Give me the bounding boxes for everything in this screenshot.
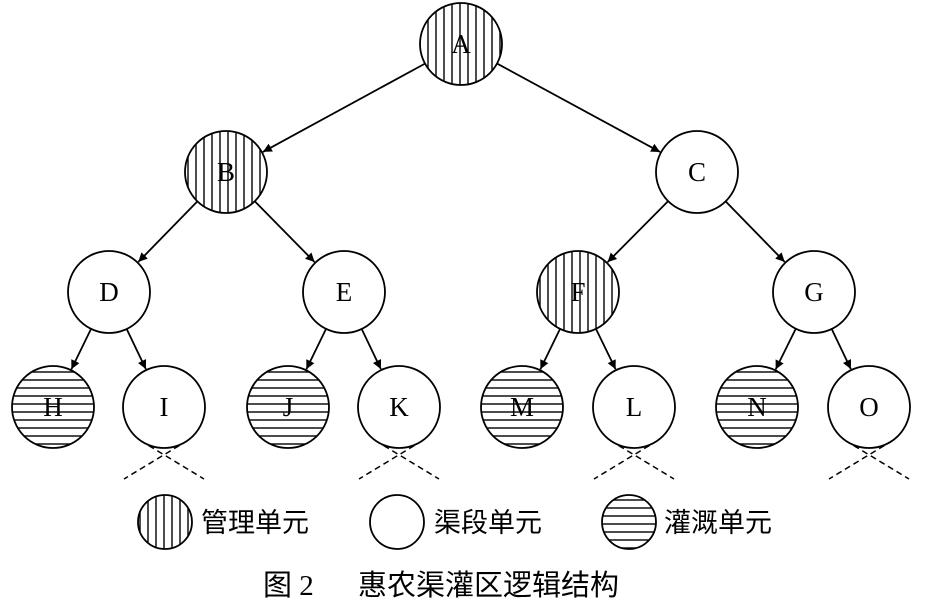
legend-swatch-irrigation	[601, 494, 657, 550]
figure-caption: 图 2 惠农渠灌区逻辑结构	[263, 569, 619, 602]
node-k: K	[357, 365, 441, 449]
continuation-line-i-left	[123, 439, 189, 480]
edge-d-i	[125, 328, 147, 370]
node-label: J	[283, 392, 294, 422]
node-n: N	[715, 365, 799, 449]
edge-g-n	[774, 328, 797, 370]
node-circle-canal	[357, 365, 441, 449]
node-circle-canal	[302, 250, 386, 334]
legend-item-canal: 渠段单元	[369, 494, 542, 550]
node-circle-management	[536, 250, 620, 334]
node-label: C	[688, 157, 706, 187]
continuation-line-l-right	[609, 439, 675, 480]
node-label: M	[510, 392, 534, 422]
legend-label-management: 管理单元	[201, 508, 309, 538]
continuation-line-o-right	[844, 439, 910, 480]
edge-e-j	[305, 328, 327, 370]
node-circle-irrigation	[246, 365, 330, 449]
node-label: E	[336, 277, 353, 307]
edge-e-k	[360, 328, 382, 370]
node-circle-irrigation	[480, 365, 564, 449]
node-circle-canal	[827, 365, 911, 449]
node-circle-irrigation	[715, 365, 799, 449]
node-label: K	[389, 392, 409, 422]
edge-g-o	[830, 328, 852, 370]
node-d: D	[67, 250, 151, 334]
node-circle-canal	[655, 130, 739, 214]
node-h: H	[11, 365, 95, 449]
node-label: I	[160, 392, 169, 422]
node-e: E	[302, 250, 386, 334]
node-circle-canal	[67, 250, 151, 334]
continuation-line-k-right	[374, 439, 440, 480]
edge-c-g	[724, 200, 786, 263]
continuation-line-k-left	[358, 439, 424, 480]
legend-label-irrigation: 灌溉单元	[664, 508, 772, 538]
figure-number: 图 2	[263, 570, 314, 602]
legend-swatch-management	[137, 494, 193, 550]
node-o: O	[827, 365, 911, 449]
legend-item-management: 管理单元	[137, 494, 309, 550]
edge-d-h	[70, 328, 92, 370]
nodes-layer: A B C D E F G H I J K M L N O	[11, 2, 911, 449]
node-c: C	[655, 130, 739, 214]
node-label: G	[804, 277, 824, 307]
node-circle-canal	[592, 365, 676, 449]
node-label: N	[747, 392, 767, 422]
node-f: F	[536, 250, 620, 334]
figure-title: 惠农渠灌区逻辑结构	[358, 569, 619, 602]
node-j: J	[246, 365, 330, 449]
node-label: O	[859, 392, 879, 422]
edge-b-d	[137, 200, 199, 263]
node-circle-management	[419, 2, 503, 86]
legend-swatch-canal	[369, 494, 425, 550]
edge-b-e	[254, 200, 316, 263]
node-label: L	[626, 392, 643, 422]
node-label: A	[451, 29, 471, 59]
node-circle-canal	[772, 250, 856, 334]
node-b: B	[184, 130, 268, 214]
node-label: B	[217, 157, 235, 187]
legend-label-canal: 渠段单元	[434, 508, 542, 538]
node-label: D	[99, 277, 119, 307]
node-circle-management	[184, 130, 268, 214]
edges-layer	[70, 62, 852, 370]
legend: 管理单元 渠段单元 灌溉单元	[137, 494, 772, 550]
edge-f-m	[539, 328, 561, 370]
edge-f-l	[595, 328, 617, 370]
node-i: I	[122, 365, 206, 449]
edge-a-c	[496, 62, 661, 153]
node-label: F	[570, 277, 585, 307]
continuation-line-o-left	[828, 439, 894, 480]
continuation-line-i-right	[139, 439, 205, 480]
node-a: A	[419, 2, 503, 86]
continuation-line-l-left	[593, 439, 659, 480]
continuation-lines-layer	[123, 439, 910, 480]
node-l: L	[592, 365, 676, 449]
node-label: H	[43, 392, 63, 422]
node-g: G	[772, 250, 856, 334]
node-circle-irrigation	[11, 365, 95, 449]
edge-a-b	[262, 62, 426, 153]
legend-item-irrigation: 灌溉单元	[601, 494, 772, 550]
node-m: M	[480, 365, 564, 449]
edge-c-f	[606, 200, 669, 263]
node-circle-canal	[122, 365, 206, 449]
